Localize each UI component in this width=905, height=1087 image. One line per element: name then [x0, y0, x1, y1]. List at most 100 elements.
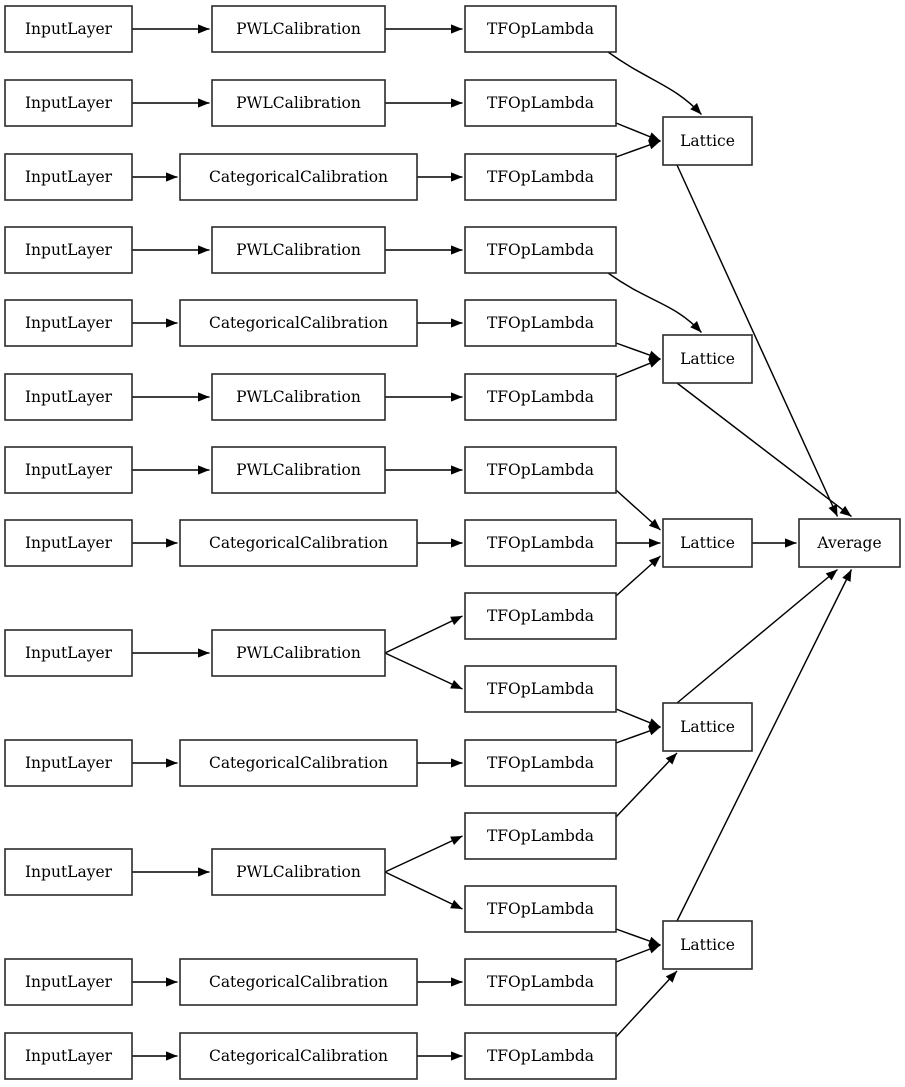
- node-box[interactable]: [464, 373, 617, 421]
- node-in3[interactable]: InputLayer: [4, 153, 133, 201]
- node-box[interactable]: [211, 446, 386, 494]
- node-cal3[interactable]: CategoricalCalibration: [179, 153, 418, 201]
- node-box[interactable]: [4, 1032, 133, 1080]
- node-tf3[interactable]: TFOpLambda: [464, 153, 617, 201]
- node-lat5[interactable]: Lattice: [662, 920, 753, 970]
- node-cal7[interactable]: PWLCalibration: [211, 446, 386, 494]
- node-in4[interactable]: InputLayer: [4, 226, 133, 274]
- node-box[interactable]: [662, 116, 753, 166]
- node-box[interactable]: [179, 153, 418, 201]
- node-tf11[interactable]: TFOpLambda: [464, 739, 617, 787]
- node-in11[interactable]: InputLayer: [4, 848, 133, 896]
- node-box[interactable]: [662, 920, 753, 970]
- node-in12[interactable]: InputLayer: [4, 958, 133, 1006]
- node-box[interactable]: [464, 5, 617, 53]
- node-cal4[interactable]: PWLCalibration: [211, 226, 386, 274]
- node-tf13[interactable]: TFOpLambda: [464, 885, 617, 933]
- node-lat3[interactable]: Lattice: [662, 518, 753, 568]
- node-box[interactable]: [798, 518, 901, 568]
- node-lat2[interactable]: Lattice: [662, 334, 753, 384]
- node-tf10[interactable]: TFOpLambda: [464, 665, 617, 713]
- node-box[interactable]: [4, 739, 133, 787]
- node-in2[interactable]: InputLayer: [4, 79, 133, 127]
- node-box[interactable]: [4, 226, 133, 274]
- node-box[interactable]: [662, 702, 753, 752]
- node-tf8[interactable]: TFOpLambda: [464, 519, 617, 567]
- node-box[interactable]: [464, 1032, 617, 1080]
- node-lat1[interactable]: Lattice: [662, 116, 753, 166]
- node-box[interactable]: [4, 5, 133, 53]
- node-box[interactable]: [464, 446, 617, 494]
- node-box[interactable]: [211, 79, 386, 127]
- node-box[interactable]: [464, 299, 617, 347]
- node-box[interactable]: [211, 373, 386, 421]
- arrow-head-icon: [451, 977, 463, 987]
- node-box[interactable]: [464, 665, 617, 713]
- node-box[interactable]: [211, 226, 386, 274]
- node-box[interactable]: [211, 5, 386, 53]
- node-in1[interactable]: InputLayer: [4, 5, 133, 53]
- node-box[interactable]: [464, 226, 617, 274]
- node-in10[interactable]: InputLayer: [4, 739, 133, 787]
- node-box[interactable]: [4, 519, 133, 567]
- node-box[interactable]: [4, 299, 133, 347]
- node-box[interactable]: [4, 848, 133, 896]
- node-box[interactable]: [179, 1032, 418, 1080]
- node-box[interactable]: [464, 885, 617, 933]
- edge-lat3-to-avg: [752, 538, 797, 548]
- arrow-head-icon: [648, 518, 661, 530]
- node-in5[interactable]: InputLayer: [4, 299, 133, 347]
- node-cal6[interactable]: PWLCalibration: [211, 373, 386, 421]
- node-tf15[interactable]: TFOpLambda: [464, 1032, 617, 1080]
- node-tf9[interactable]: TFOpLambda: [464, 592, 617, 640]
- node-box[interactable]: [4, 629, 133, 677]
- node-box[interactable]: [211, 629, 386, 677]
- node-in6[interactable]: InputLayer: [4, 373, 133, 421]
- node-cal5[interactable]: CategoricalCalibration: [179, 299, 418, 347]
- node-cal1[interactable]: PWLCalibration: [211, 5, 386, 53]
- node-cal10[interactable]: CategoricalCalibration: [179, 739, 418, 787]
- node-box[interactable]: [464, 519, 617, 567]
- node-box[interactable]: [4, 446, 133, 494]
- node-box[interactable]: [464, 153, 617, 201]
- node-box[interactable]: [464, 592, 617, 640]
- edge-tf1-to-lat1: [607, 51, 703, 115]
- node-box[interactable]: [179, 299, 418, 347]
- node-in8[interactable]: InputLayer: [4, 519, 133, 567]
- node-tf6[interactable]: TFOpLambda: [464, 373, 617, 421]
- node-box[interactable]: [464, 79, 617, 127]
- node-box[interactable]: [179, 739, 418, 787]
- node-tf12[interactable]: TFOpLambda: [464, 812, 617, 860]
- edge-cal4-to-tf4: [385, 245, 463, 255]
- node-lat4[interactable]: Lattice: [662, 702, 753, 752]
- node-cal9[interactable]: PWLCalibration: [211, 629, 386, 677]
- node-box[interactable]: [211, 848, 386, 896]
- node-box[interactable]: [464, 739, 617, 787]
- node-in13[interactable]: InputLayer: [4, 1032, 133, 1080]
- node-tf1[interactable]: TFOpLambda: [464, 5, 617, 53]
- node-box[interactable]: [179, 958, 418, 1006]
- node-tf2[interactable]: TFOpLambda: [464, 79, 617, 127]
- node-box[interactable]: [464, 812, 617, 860]
- node-tf14[interactable]: TFOpLambda: [464, 958, 617, 1006]
- node-avg[interactable]: Average: [798, 518, 901, 568]
- node-cal8[interactable]: CategoricalCalibration: [179, 519, 418, 567]
- node-tf5[interactable]: TFOpLambda: [464, 299, 617, 347]
- node-cal13[interactable]: CategoricalCalibration: [179, 1032, 418, 1080]
- node-tf4[interactable]: TFOpLambda: [464, 226, 617, 274]
- node-cal2[interactable]: PWLCalibration: [211, 79, 386, 127]
- node-in9[interactable]: InputLayer: [4, 629, 133, 677]
- node-tf7[interactable]: TFOpLambda: [464, 446, 617, 494]
- node-box[interactable]: [179, 519, 418, 567]
- node-box[interactable]: [4, 373, 133, 421]
- node-in7[interactable]: InputLayer: [4, 446, 133, 494]
- node-box[interactable]: [4, 79, 133, 127]
- arrow-head-icon: [648, 726, 661, 736]
- node-box[interactable]: [4, 958, 133, 1006]
- node-box[interactable]: [4, 153, 133, 201]
- node-box[interactable]: [662, 518, 753, 568]
- node-cal11[interactable]: PWLCalibration: [211, 848, 386, 896]
- node-box[interactable]: [662, 334, 753, 384]
- node-box[interactable]: [464, 958, 617, 1006]
- node-cal12[interactable]: CategoricalCalibration: [179, 958, 418, 1006]
